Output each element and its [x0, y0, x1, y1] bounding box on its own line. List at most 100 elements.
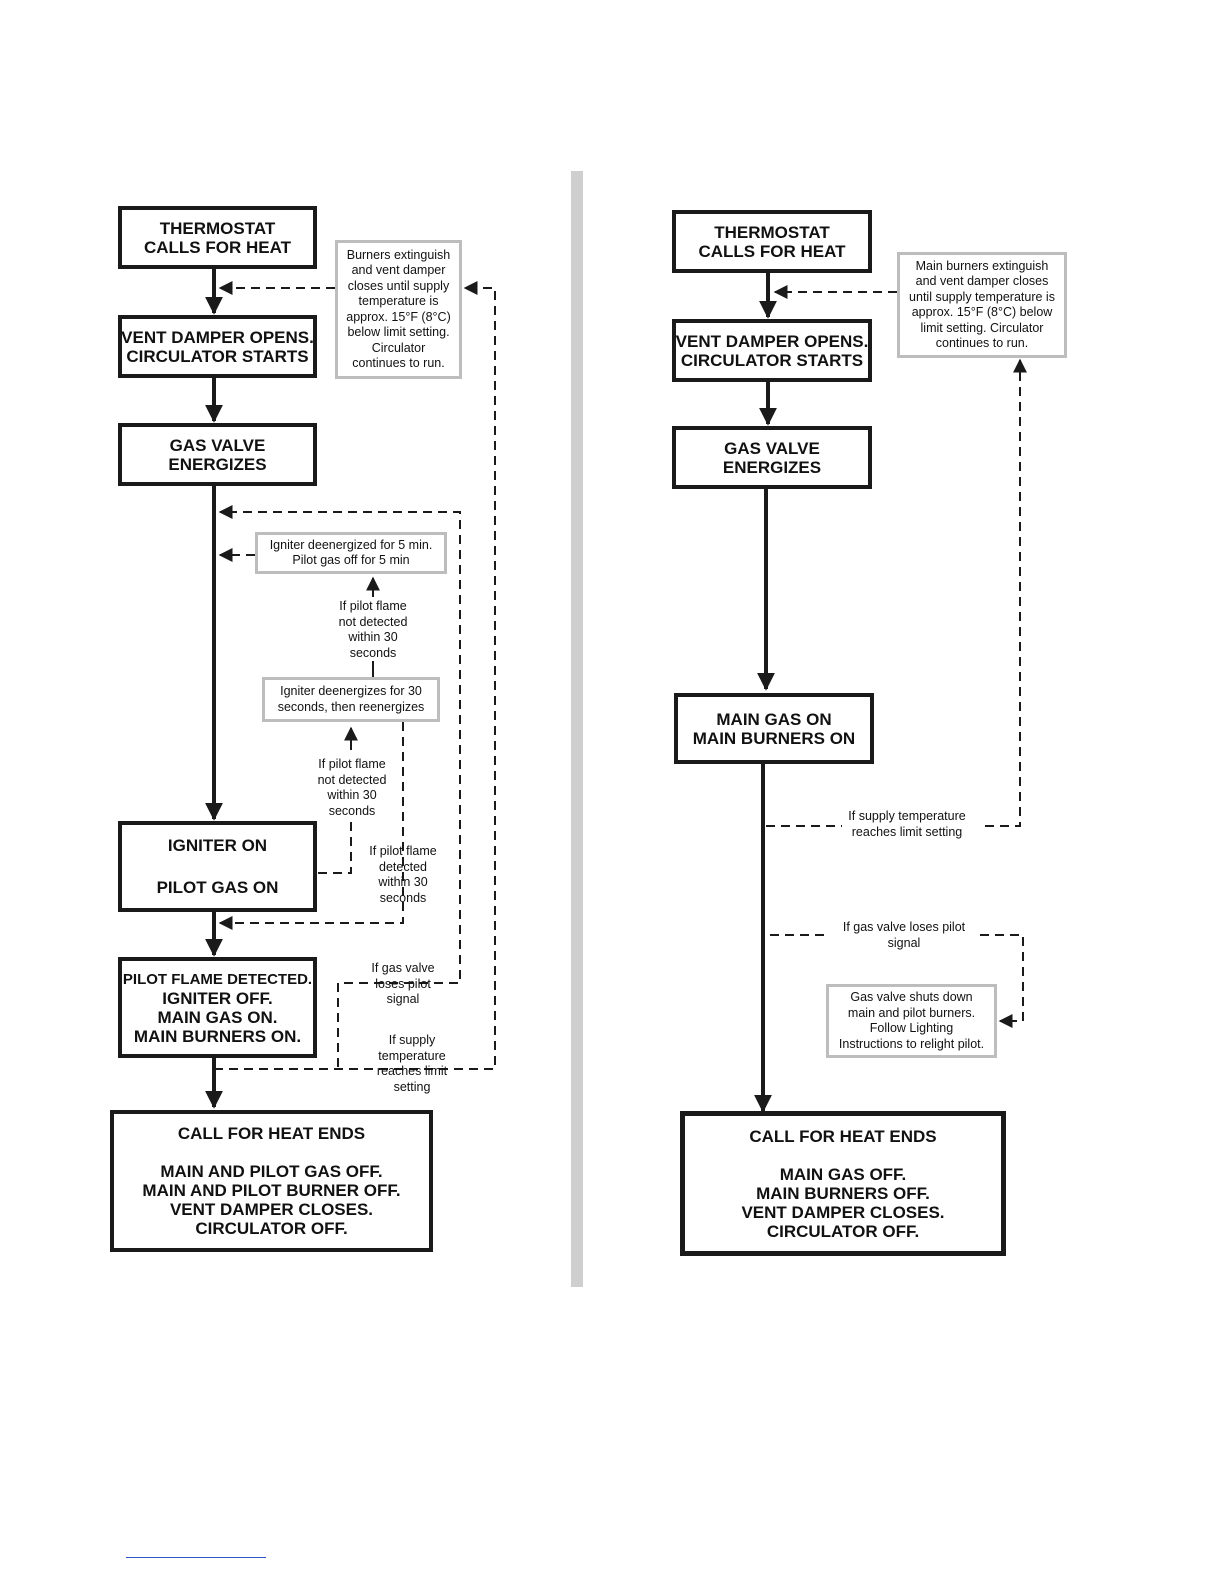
right-vent-damper-box: VENT DAMPER OPENS. CIRCULATOR STARTS: [672, 319, 872, 382]
label-line: signal: [386, 992, 420, 1006]
box-line: VENT DAMPER OPENS.: [121, 327, 314, 347]
left-igniter-30s-note: Igniter deenergizes for 30 seconds, then…: [262, 677, 440, 722]
left-label-loses-pilot: If gas valve loses pilot signal: [348, 961, 458, 1008]
note-line: limit setting. Circulator: [920, 320, 1044, 335]
label-line: If pilot flame: [318, 757, 386, 771]
box-line: CIRCULATOR STARTS: [680, 350, 864, 370]
box-line: CALL FOR HEAT ENDS: [749, 1126, 937, 1146]
left-thermostat-box: THERMOSTAT CALLS FOR HEAT: [118, 206, 317, 269]
label-line: seconds: [328, 803, 376, 818]
box-line: PILOT FLAME DETECTED.: [122, 970, 313, 988]
note-line: Main burners extinguish: [915, 258, 1049, 273]
box-line: IGNITER OFF.: [162, 988, 273, 1008]
box-line: MAIN AND PILOT GAS OFF.: [160, 1162, 383, 1181]
label-line: If pilot flame: [369, 844, 437, 858]
box-line: GAS VALVE: [169, 435, 266, 455]
note-line: seconds, then reenergizes: [277, 699, 425, 714]
note-line: Igniter deenergizes for 30: [280, 684, 422, 698]
box-line: GAS VALVE: [724, 438, 820, 458]
left-vent-damper-box: VENT DAMPER OPENS. CIRCULATOR STARTS: [118, 315, 317, 378]
box-line: MAIN GAS OFF.: [779, 1164, 907, 1184]
left-burners-extinguish-note: Burners extinguish and vent damper close…: [335, 240, 462, 379]
label-line: reaches limit: [376, 1064, 448, 1078]
label-line: not detected: [338, 614, 408, 629]
label-line: seconds: [349, 645, 397, 660]
right-call-ends-box: CALL FOR HEAT ENDS MAIN GAS OFF. MAIN BU…: [680, 1111, 1006, 1256]
right-label-loses-pilot: If gas valve loses pilot signal: [830, 920, 978, 951]
label-line: temperature: [378, 1048, 446, 1063]
note-line: temperature is: [358, 294, 439, 308]
note-line: Circulator: [371, 340, 426, 355]
note-line: until supply temperature is: [909, 289, 1055, 304]
right-label-supply-temp: If supply temperature reaches limit sett…: [837, 809, 977, 840]
box-line: VENT DAMPER CLOSES.: [169, 1200, 374, 1219]
box-line: MAIN BURNERS ON.: [133, 1026, 302, 1046]
note-line: continues to run.: [352, 356, 445, 370]
note-line: and vent damper: [351, 263, 446, 277]
label-line: within 30: [327, 788, 377, 802]
right-gas-valve-shutdown-note: Gas valve shuts down main and pilot burn…: [826, 984, 997, 1058]
note-line: and vent damper closes: [915, 274, 1049, 288]
label-line: reaches limit setting: [851, 824, 963, 839]
note-line: approx. 15°F (8°C): [346, 309, 451, 324]
right-main-gas-on-box: MAIN GAS ON MAIN BURNERS ON: [674, 693, 874, 764]
note-line: approx. 15°F (8°C) below: [911, 305, 1053, 319]
label-line: seconds: [379, 890, 427, 905]
left-call-ends-box: CALL FOR HEAT ENDS MAIN AND PILOT GAS OF…: [110, 1110, 433, 1252]
note-line: Burners extinguish: [346, 247, 451, 262]
right-burners-extinguish-note: Main burners extinguish and vent damper …: [897, 252, 1067, 358]
note-line: Igniter deenergized for 5 min.: [269, 537, 433, 552]
footer-underline: [126, 1557, 266, 1558]
note-line: Instructions to relight pilot.: [838, 1036, 985, 1051]
box-line: MAIN AND PILOT BURNER OFF.: [142, 1181, 401, 1200]
note-line: closes until supply: [347, 278, 450, 293]
label-line: within 30: [348, 630, 398, 644]
label-line: If supply temperature: [848, 809, 966, 823]
label-line: loses pilot: [375, 976, 431, 991]
label-line: not detected: [317, 772, 387, 787]
left-igniter-box: IGNITER ON PILOT GAS ON: [118, 821, 317, 912]
box-line: CIRCULATOR OFF.: [766, 1221, 920, 1241]
left-igniter-5min-note: Igniter deenergized for 5 min. Pilot gas…: [255, 532, 447, 574]
note-line: below limit setting.: [347, 325, 450, 339]
left-pilot-detected-box: PILOT FLAME DETECTED. IGNITER OFF. MAIN …: [118, 957, 317, 1058]
label-line: If gas valve: [371, 961, 435, 975]
right-thermostat-box: THERMOSTAT CALLS FOR HEAT: [672, 210, 872, 273]
box-line: CIRCULATOR OFF.: [195, 1219, 348, 1238]
left-label-supply-temp: If supply temperature reaches limit sett…: [357, 1033, 467, 1095]
box-line: PILOT GAS ON: [156, 878, 279, 897]
left-label-not-detected-lower: If pilot flame not detected within 30 se…: [297, 757, 407, 819]
box-line: VENT DAMPER OPENS.: [675, 331, 869, 351]
box-line: IGNITER ON: [167, 836, 268, 855]
box-line: MAIN GAS ON: [716, 709, 832, 729]
label-line: detected: [379, 859, 427, 874]
column-divider: [571, 171, 583, 1287]
box-line: CALLS FOR HEAT: [698, 241, 846, 261]
label-line: within 30: [378, 875, 428, 889]
note-line: Pilot gas off for 5 min: [292, 553, 410, 567]
label-line: setting: [393, 1079, 431, 1094]
note-line: main and pilot burners.: [847, 1005, 976, 1020]
box-line: MAIN GAS ON.: [157, 1007, 278, 1027]
box-line: CALLS FOR HEAT: [143, 237, 291, 257]
label-line: signal: [887, 935, 921, 950]
box-line: MAIN BURNERS OFF.: [756, 1183, 930, 1203]
box-line: THERMOSTAT: [714, 222, 830, 242]
box-line: ENERGIZES: [168, 454, 267, 474]
box-line: VENT DAMPER CLOSES.: [741, 1202, 945, 1222]
box-line: CIRCULATOR STARTS: [126, 346, 309, 366]
note-line: Gas valve shuts down: [850, 990, 973, 1004]
box-line: MAIN BURNERS ON: [692, 728, 856, 748]
box-line: THERMOSTAT: [159, 218, 276, 238]
left-label-detected: If pilot flame detected within 30 second…: [350, 844, 456, 906]
box-line: ENERGIZES: [722, 457, 822, 477]
label-line: If gas valve loses pilot: [842, 920, 966, 934]
right-gas-valve-box: GAS VALVE ENERGIZES: [672, 426, 872, 489]
label-line: If pilot flame: [339, 599, 407, 613]
left-gas-valve-box: GAS VALVE ENERGIZES: [118, 423, 317, 486]
note-line: Follow Lighting: [869, 1021, 954, 1035]
label-line: If supply: [388, 1033, 436, 1047]
left-label-not-detected-upper: If pilot flame not detected within 30 se…: [318, 599, 428, 661]
box-line: CALL FOR HEAT ENDS: [177, 1124, 366, 1143]
